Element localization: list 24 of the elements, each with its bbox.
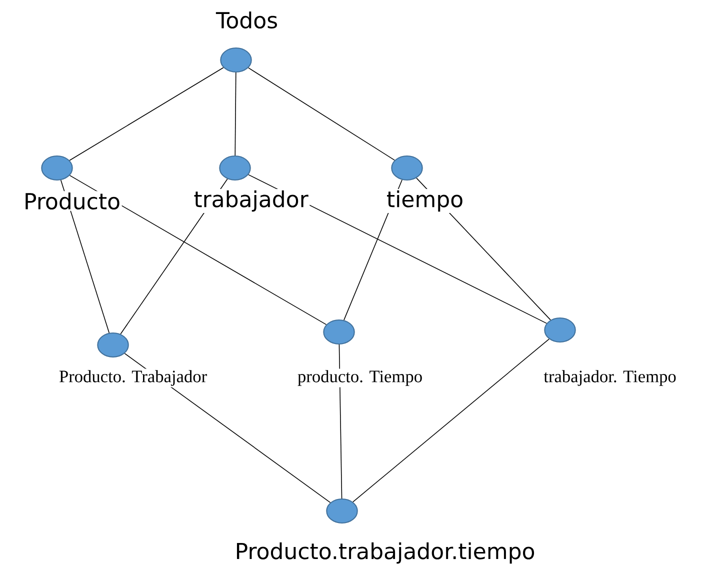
- node-label: trabajador: [192, 189, 310, 213]
- connector-line: [248, 67, 395, 161]
- connector-line: [234, 72, 236, 156]
- node-marker: [544, 317, 576, 343]
- node-label: trabajador. Tiempo: [542, 368, 678, 388]
- node-marker: [220, 47, 252, 73]
- node-marker: [97, 332, 129, 358]
- connector-line: [69, 175, 327, 325]
- node-label: Todos: [214, 10, 280, 30]
- node-label: Producto: [22, 191, 122, 211]
- connector-line: [69, 67, 224, 161]
- connector-line: [338, 344, 342, 499]
- node-marker: [219, 155, 251, 181]
- node-label: tiempo: [385, 189, 465, 213]
- node-label: Producto. Trabajador: [58, 368, 208, 388]
- connector-line: [124, 353, 331, 503]
- connector-line: [352, 338, 550, 502]
- node-label: producto. Tiempo: [296, 368, 424, 388]
- node-marker: [41, 155, 73, 181]
- connector-line: [248, 174, 547, 324]
- node-marker: [323, 319, 355, 345]
- node-marker: [391, 155, 423, 181]
- node-marker: [326, 498, 358, 524]
- node-label: Producto.trabajador.tiempo: [234, 541, 537, 565]
